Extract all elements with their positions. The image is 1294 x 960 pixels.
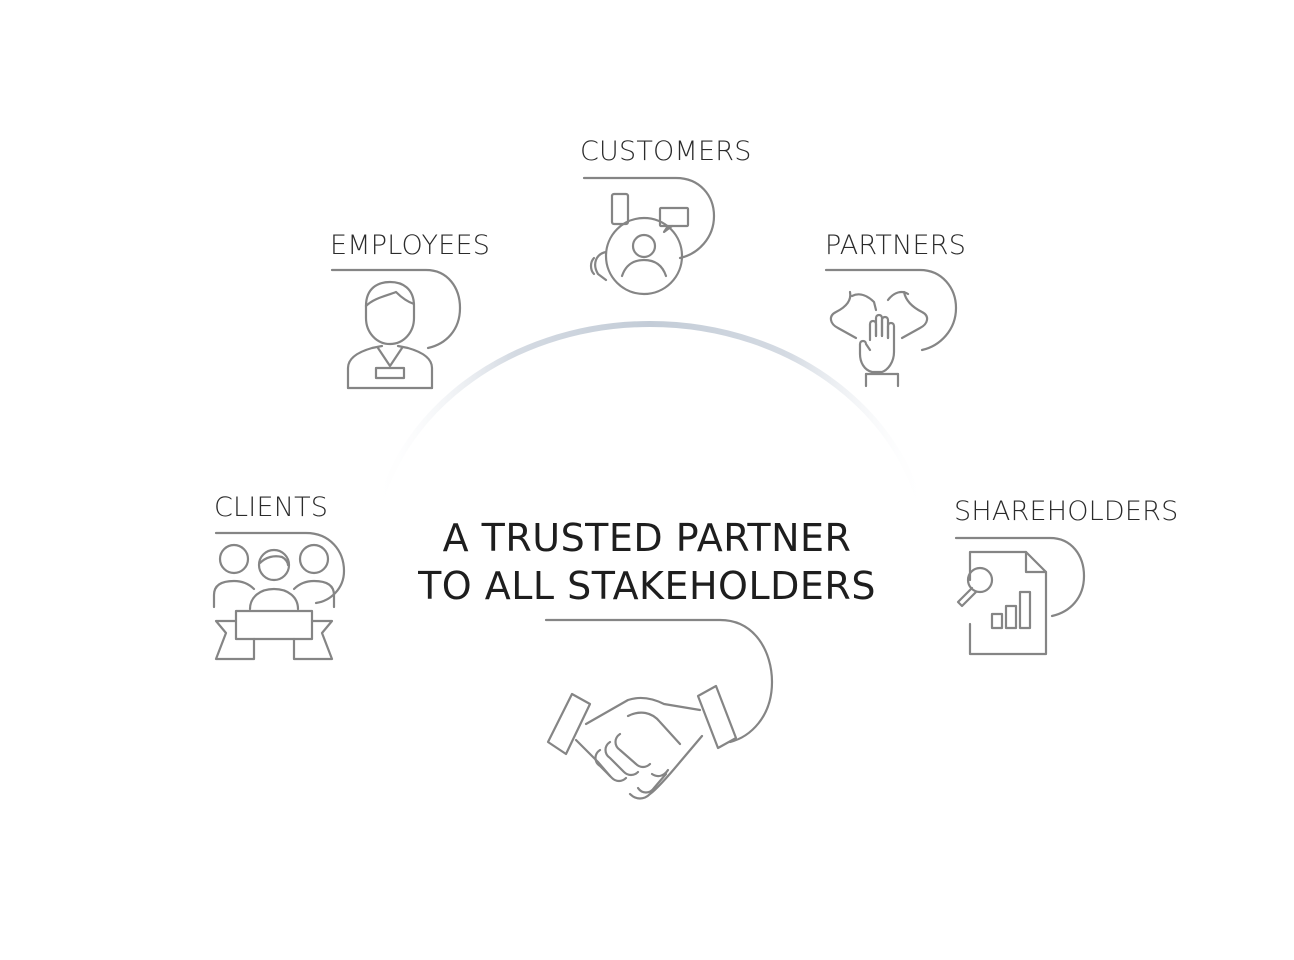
employees-label: EMPLOYEES [330,230,491,261]
center-title: A TRUSTED PARTNER TO ALL STAKEHOLDERS [0,514,1294,610]
report-magnifier-icon [954,536,1086,656]
employee-badge-icon [330,268,462,390]
partners-label: PARTNERS [825,230,967,261]
customer-service-icon [582,176,716,296]
hands-together-icon [824,268,958,388]
shareholders-label: SHAREHOLDERS [954,496,1179,527]
center-title-line1: A TRUSTED PARTNER [442,516,852,560]
client-group-icon [212,531,346,661]
center-title-line2: TO ALL STAKEHOLDERS [418,564,876,608]
handshake-icon [544,618,774,800]
clients-label: CLIENTS [214,492,329,523]
customers-label: CUSTOMERS [580,136,752,167]
